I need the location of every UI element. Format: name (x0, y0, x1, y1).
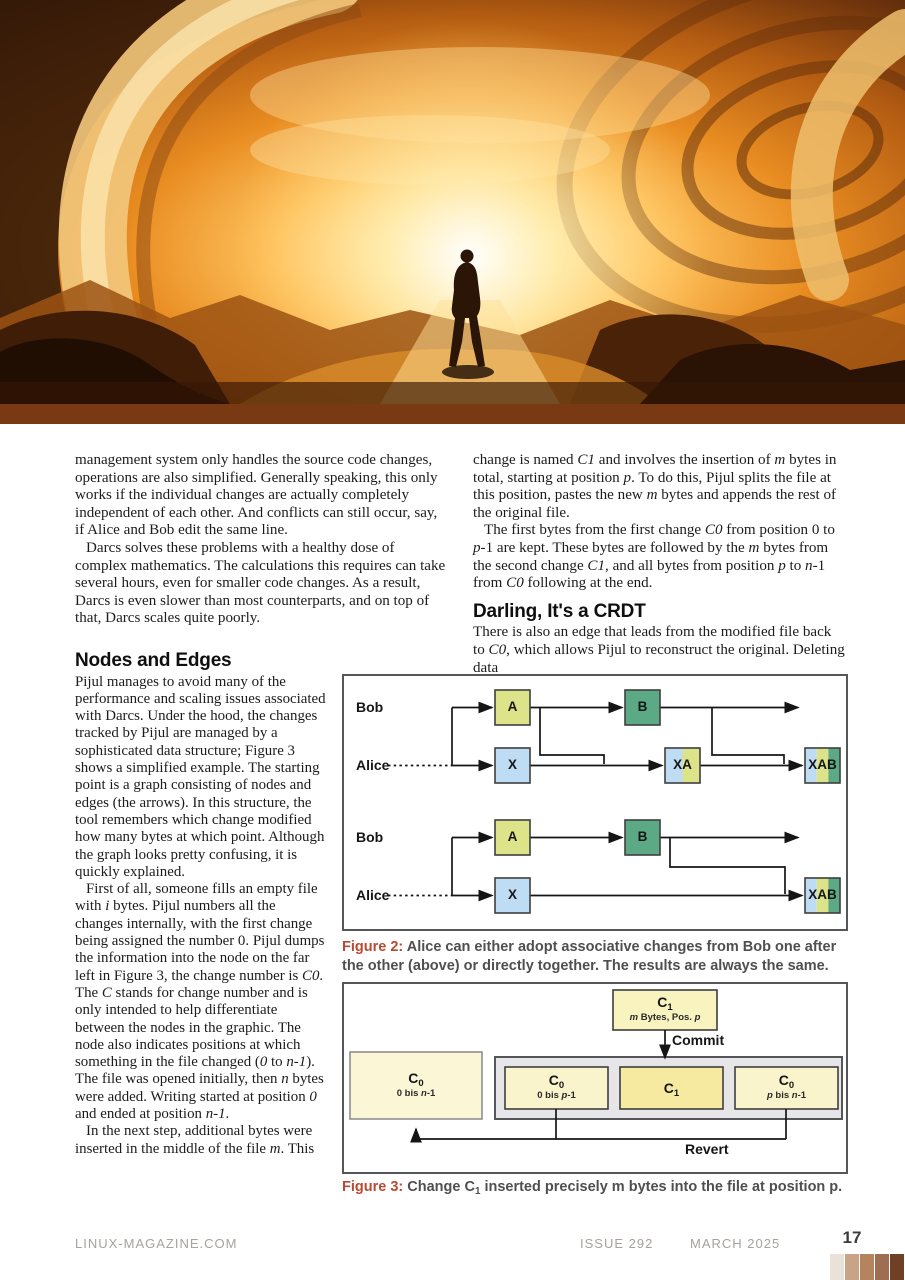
paragraph: Pijul manages to avoid many of the perfo… (75, 673, 326, 880)
fig3-commit-label: Commit (672, 1032, 725, 1048)
figure2-caption: Figure 2: Alice can either adopt associa… (342, 938, 848, 975)
person-shadow (442, 365, 494, 379)
node-x: X (507, 887, 517, 902)
paragraph: management system only handles the sourc… (75, 452, 438, 539)
page-number: 17 (842, 1228, 862, 1247)
fig3-c1-mid-title: C1 (663, 1080, 680, 1100)
hero-image (0, 0, 905, 498)
figure2-diagram (342, 674, 848, 931)
nodes-column: Pijul manages to avoid many of the perfo… (75, 674, 327, 1158)
figure3-frame: C1 m Bytes, Pos. p Commit C0 0 bis n-1 C… (342, 982, 848, 1174)
fig3-c0-left-sub: 0 bis n-1 (396, 1088, 436, 1099)
nodes-heading: Nodes and Edges (75, 650, 232, 671)
divider-bar (0, 404, 905, 424)
intro-left-column: management system only handles the sourc… (75, 452, 447, 628)
fig3-c1-top-sub: m Bytes, Pos. p (629, 1012, 701, 1023)
color-strip (830, 1254, 904, 1280)
strip-swatch (845, 1254, 859, 1280)
hero-artwork (0, 0, 905, 498)
fig3-c1-top-title: C1 (657, 994, 673, 1014)
row-label-bob: Bob (356, 829, 384, 845)
paragraph: In the next step, additional bytes were … (75, 1123, 315, 1157)
fig3-c0-b-title: C0 (778, 1072, 795, 1092)
fig3-c0-a-sub: 0 bis p-1 (537, 1090, 576, 1101)
row-label-alice: Alice (356, 887, 390, 903)
node-a: A (507, 699, 518, 714)
fig3-c0-left-title: C0 (408, 1070, 424, 1090)
figure2-frame: Bob Alice Bob Alice A B X XA XAB A B X X… (342, 674, 848, 931)
node-xab: XAB (808, 757, 837, 772)
node-b: B (637, 829, 648, 844)
paragraph: Darcs solves these problems with a healt… (75, 539, 446, 627)
paragraph: The first bytes from the first change C0… (473, 522, 835, 592)
paragraph: change is named C1 and involves the inse… (473, 452, 837, 521)
paragraph: First of all, someone fills an empty fil… (75, 881, 325, 1123)
node-b: B (637, 699, 648, 714)
strip-swatch (890, 1254, 904, 1280)
node-a: A (507, 829, 518, 844)
footer-site: LINUX-MAGAZINE.COM (75, 1236, 238, 1251)
strip-swatch (875, 1254, 889, 1280)
figure2-caption-text: Alice can either adopt associative chang… (342, 939, 837, 974)
figure3-diagram (342, 982, 848, 1174)
row-label-bob: Bob (356, 699, 384, 715)
footer-date: MARCH 2025 (690, 1236, 781, 1251)
figure3-caption-text: Change C1 inserted precisely m bytes int… (403, 1179, 843, 1198)
paragraph: There is also an edge that leads from th… (473, 624, 845, 676)
strip-swatch (830, 1254, 844, 1280)
row-label-alice: Alice (356, 757, 390, 773)
node-xab: XAB (808, 887, 837, 902)
figure3-caption: Figure 3: Change C1 inserted precisely m… (342, 1178, 848, 1202)
node-x: X (507, 757, 517, 772)
figure2-caption-label: Figure 2: (342, 939, 404, 955)
nodes-section: Nodes and Edges Pijul manages to avoid m… (75, 650, 327, 1158)
intro-right-column: change is named C1 and involves the inse… (473, 452, 845, 677)
crdt-heading: Darling, It's a CRDT (473, 600, 646, 622)
strip-swatch (860, 1254, 874, 1280)
footer-issue: ISSUE 292 (580, 1236, 654, 1251)
node-xa: XA (673, 757, 692, 772)
fig3-revert-label: Revert (685, 1141, 729, 1157)
fig3-c0-a-title: C0 (548, 1072, 565, 1092)
figure3-caption-label: Figure 3: (342, 1179, 404, 1195)
fig3-c0-b-sub: p bis n-1 (766, 1090, 807, 1101)
person-silhouette (449, 249, 485, 367)
